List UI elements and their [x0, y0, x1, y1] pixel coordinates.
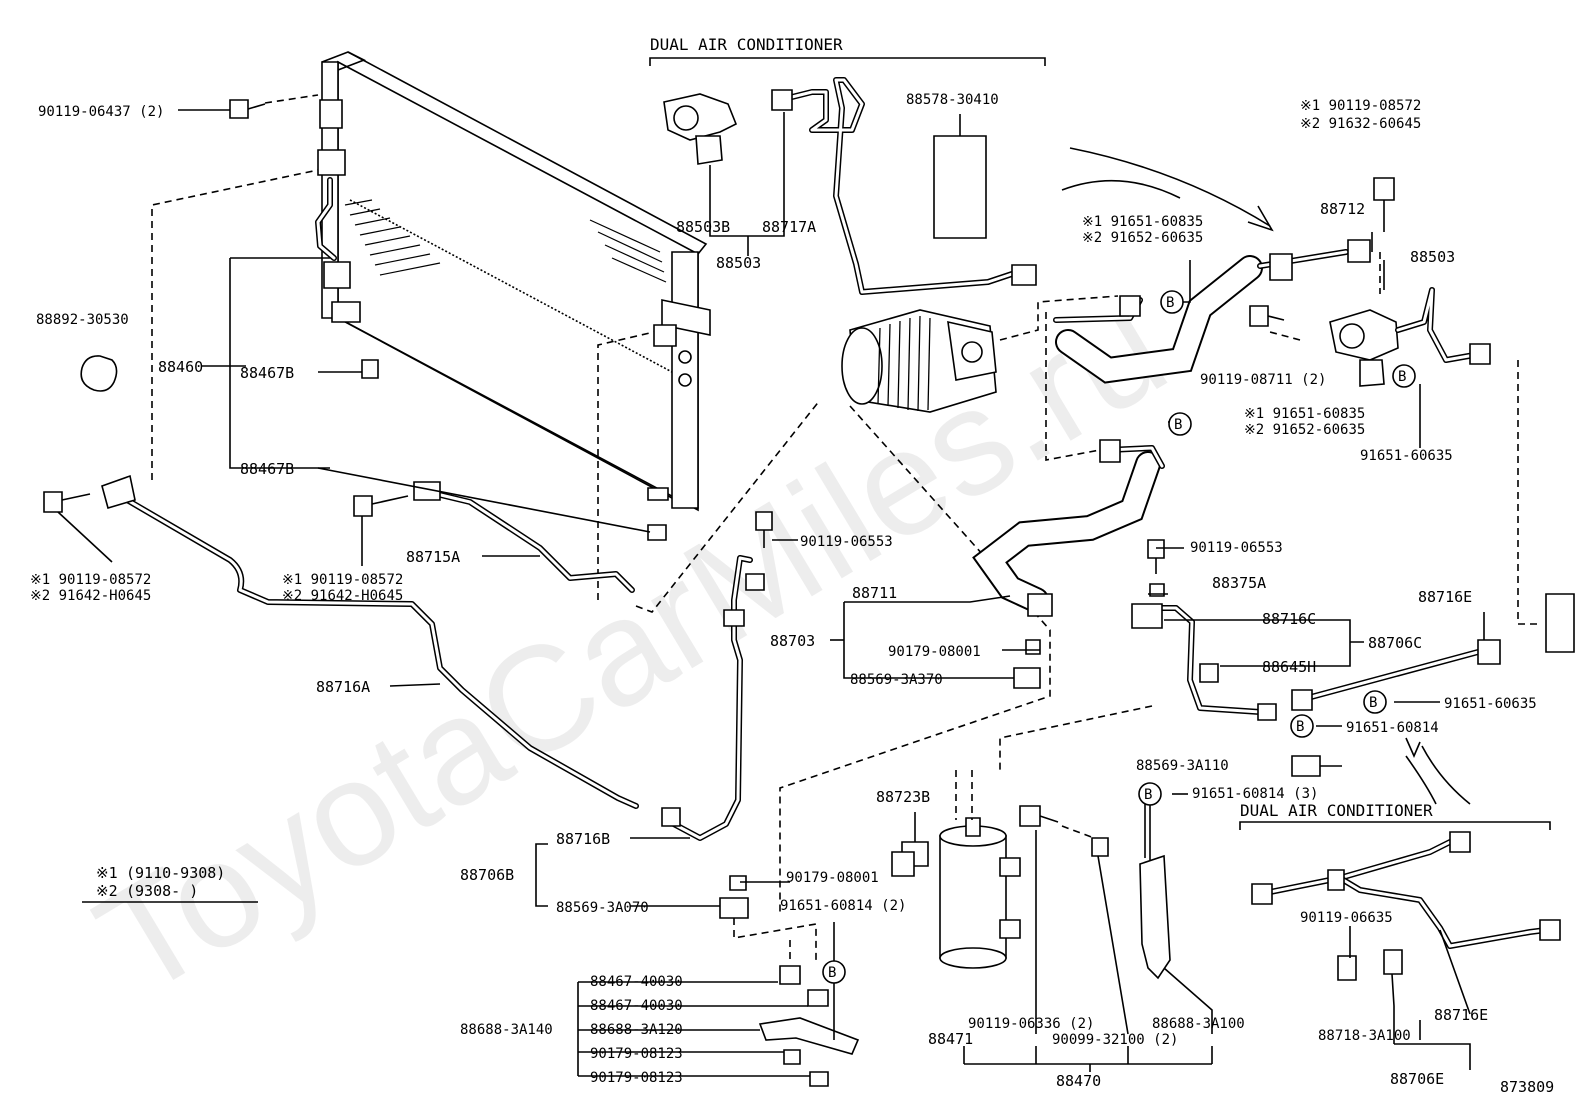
label-r2a: ※1 90119-08572 — [1300, 98, 1421, 114]
label-88503b: 88503B — [676, 218, 730, 236]
line-88716a — [101, 474, 639, 809]
label-88715a: 88715A — [406, 548, 460, 566]
marker-b-3: B — [1392, 364, 1416, 388]
compressor — [841, 309, 997, 413]
marker-b-4: B — [1363, 690, 1387, 714]
label-90119-06336: 90119-06336 (2) — [968, 1016, 1094, 1032]
label-88467b-a: 88467B — [240, 364, 294, 382]
label-l2a: ※1 90119-08572 — [282, 572, 403, 588]
marker-b-1: B — [1160, 290, 1184, 314]
legend-mark-2: ※2 — [96, 882, 118, 900]
label-90179-08001-b: 90179-08001 — [786, 870, 879, 886]
dual-ac-heading-top: DUAL AIR CONDITIONER — [650, 35, 843, 54]
label-l1a: ※1 90119-08572 — [30, 572, 151, 588]
figure-number: 873809 — [1500, 1078, 1554, 1096]
dual-ac-heading-right: DUAL AIR CONDITIONER — [1240, 801, 1433, 820]
label-88716c: 88716C — [1262, 610, 1316, 628]
label-88467-40030-b: 88467-40030 — [590, 998, 683, 1014]
label-91651-60814-a: 91651-60814 — [1346, 720, 1439, 736]
label-r1b: ※2 91652-60635 — [1082, 230, 1203, 246]
label-r2b: ※2 91632-60645 — [1300, 116, 1421, 132]
label-91651-60635-b: 91651-60635 — [1444, 696, 1537, 712]
label-90179-08123-b: 90179-08123 — [590, 1070, 683, 1086]
svg-text:B: B — [1398, 369, 1406, 385]
label-88375a: 88375A — [1212, 574, 1266, 592]
label-91651-60814-2: 91651-60814 (2) — [780, 898, 906, 914]
label-r3b: ※2 91652-60635 — [1244, 422, 1365, 438]
label-90179-08001-a: 90179-08001 — [888, 644, 981, 660]
label-88716e-top: 88716E — [1418, 588, 1472, 606]
label-91651-60635-a: 91651-60635 — [1360, 448, 1453, 464]
marker-b-6: B — [1138, 782, 1162, 806]
legend: ※1 (9110-9308) ※2 (9308- ) — [82, 864, 258, 903]
label-88712: 88712 — [1320, 200, 1365, 218]
label-88718-3a100: 88718-3A100 — [1318, 1028, 1411, 1044]
marker-b-7: B — [822, 960, 846, 984]
condenser — [315, 51, 711, 512]
label-88716a: 88716A — [316, 678, 370, 696]
label-88706b: 88706B — [460, 866, 514, 884]
label-r1a: ※1 91651-60835 — [1082, 214, 1203, 230]
label-88892-30530: 88892-30530 — [36, 312, 129, 328]
label-88569-3a370: 88569-3A370 — [850, 672, 943, 688]
svg-text:B: B — [1296, 719, 1304, 735]
label-88717a: 88717A — [762, 218, 816, 236]
label-88723b: 88723B — [876, 788, 930, 806]
marker-b-5: B — [1290, 714, 1314, 738]
label-90099-32100: 90099-32100 (2) — [1052, 1032, 1178, 1048]
svg-text:B: B — [828, 965, 836, 981]
label-88706c: 88706C — [1368, 634, 1422, 652]
label-88503-right: 88503 — [1410, 248, 1455, 266]
label-91651-60814-3: 91651-60814 (3) — [1192, 786, 1318, 802]
label-88703: 88703 — [770, 632, 815, 650]
label-l1b: ※2 91642-H0645 — [30, 588, 151, 604]
label-88569-3a070: 88569-3A070 — [556, 900, 649, 916]
expansion-valve-88503b — [663, 93, 738, 165]
label-90119-06635: 90119-06635 — [1300, 910, 1393, 926]
label-88716e-bot: 88716E — [1434, 1006, 1488, 1024]
label-88460: 88460 — [158, 358, 203, 376]
label-90179-08123-a: 90179-08123 — [590, 1046, 683, 1062]
legend-mark-1: ※1 — [96, 864, 118, 882]
receiver-drier — [939, 817, 1021, 969]
label-88706e: 88706E — [1390, 1070, 1444, 1088]
legend-text-1: (9110-9308) — [126, 864, 225, 882]
label-88688-3a140: 88688-3A140 — [460, 1022, 553, 1038]
label-90119-06553-a: 90119-06553 — [800, 534, 893, 550]
label-88471: 88471 — [928, 1030, 973, 1048]
svg-text:B: B — [1369, 695, 1377, 711]
label-88503-top: 88503 — [716, 254, 761, 272]
svg-text:B: B — [1144, 787, 1152, 803]
label-l2b: ※2 91642-H0645 — [282, 588, 403, 604]
label-88467-40030-a: 88467-40030 — [590, 974, 683, 990]
label-88688-3a100: 88688-3A100 — [1152, 1016, 1245, 1032]
label-90119-06553-b: 90119-06553 — [1190, 540, 1283, 556]
label-88716b: 88716B — [556, 830, 610, 848]
legend-text-2: (9308- ) — [126, 882, 198, 900]
label-88688-3a120: 88688-3A120 — [590, 1022, 683, 1038]
marker-b-2: B — [1168, 412, 1192, 436]
label-88569-3a110: 88569-3A110 — [1136, 758, 1229, 774]
label-90119-08711: 90119-08711 (2) — [1200, 372, 1326, 388]
svg-text:B: B — [1166, 295, 1174, 311]
label-88645h: 88645H — [1262, 658, 1316, 676]
label-88578-30410: 88578-30410 — [906, 92, 999, 108]
label-88467b-b: 88467B — [240, 460, 294, 478]
label-90119-06437: 90119-06437 (2) — [38, 104, 164, 120]
label-88470: 88470 — [1056, 1072, 1101, 1090]
label-88711: 88711 — [852, 584, 897, 602]
svg-text:B: B — [1174, 417, 1182, 433]
expansion-valve-88503-right — [1329, 309, 1399, 387]
label-r3a: ※1 91651-60835 — [1244, 406, 1365, 422]
